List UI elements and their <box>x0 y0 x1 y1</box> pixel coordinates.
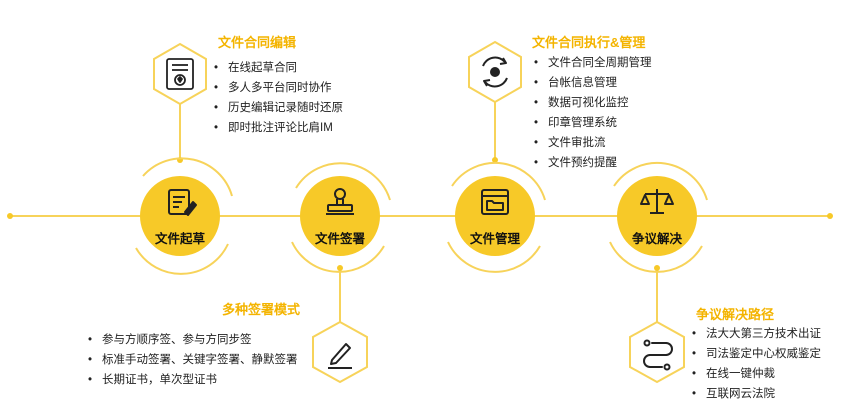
list-item: 法大大第三方技术出证 <box>692 324 821 344</box>
scales-icon <box>640 189 674 214</box>
node-sign-circle <box>300 176 380 256</box>
node-label-sign: 文件签署 <box>314 232 365 246</box>
path-route-icon <box>643 339 673 371</box>
node-dispute <box>609 161 708 273</box>
node-draft <box>135 157 233 275</box>
list-item: 标准手动签署、关键字签署、静默签署 <box>88 350 298 370</box>
panel-list-dispute: 法大大第三方技术出证 司法鉴定中心权威鉴定 在线一键仲裁 互联网云法院 <box>692 324 821 404</box>
node-manage <box>447 161 546 273</box>
node-dispute-arc <box>613 161 708 201</box>
hex-draft <box>153 42 207 106</box>
panel-list-sign: 参与方顺序签、参与方同步签 标准手动签署、关键字签署、静默签署 长期证书，单次型… <box>88 330 298 390</box>
list-item: 文件审批流 <box>534 133 652 153</box>
node-draft-arc <box>142 157 233 197</box>
panel-title-dispute: 争议解决路径 <box>696 307 775 322</box>
node-draft-arc-lower <box>135 243 229 275</box>
panel-title-edit: 文件合同编辑 <box>218 35 297 50</box>
stamp-icon <box>326 188 354 215</box>
node-manage-arc <box>451 161 546 201</box>
list-item: 参与方顺序签、参与方同步签 <box>88 330 298 350</box>
list-item: 在线一键仲裁 <box>692 364 821 384</box>
connector-sign-dot <box>337 265 343 271</box>
panel-title-sign: 多种签署模式 <box>222 302 301 317</box>
list-item: 文件预约提醒 <box>534 153 652 173</box>
node-sign-arc-lower <box>291 241 385 273</box>
list-item: 司法鉴定中心权威鉴定 <box>692 344 821 364</box>
panel-list-manage: 文件合同全周期管理 台帐信息管理 数据可视化监控 印章管理系统 文件审批流 文件… <box>534 53 652 173</box>
node-manage-circle <box>455 176 535 256</box>
node-sign-arc <box>295 162 391 201</box>
list-item: 印章管理系统 <box>534 113 652 133</box>
connector-manage-dot <box>492 157 498 163</box>
node-dispute-circle <box>617 176 697 256</box>
hex-sign <box>312 320 368 384</box>
panel-list-edit: 在线起草合同 多人多平台同时协作 历史编辑记录随时还原 即时批注评论比肩IM <box>214 58 343 138</box>
pen-sign-icon <box>328 343 352 369</box>
timeline-end-dot <box>827 213 833 219</box>
list-item: 互联网云法院 <box>692 384 821 404</box>
panel-title-manage: 文件合同执行&管理 <box>532 35 646 50</box>
node-sign <box>291 162 391 273</box>
list-item: 多人多平台同时协作 <box>214 78 343 98</box>
list-item: 数据可视化监控 <box>534 93 652 113</box>
list-item: 即时批注评论比肩IM <box>214 118 343 138</box>
document-edit-icon <box>168 189 197 216</box>
folder-icon <box>481 189 509 215</box>
list-item: 台帐信息管理 <box>534 73 652 93</box>
list-item: 文件合同全周期管理 <box>534 53 652 73</box>
hex-manage <box>468 40 522 104</box>
hex-dispute <box>629 320 685 384</box>
gear-cycle-icon <box>482 56 508 88</box>
node-draft-circle <box>140 176 220 256</box>
node-manage-arc-lower <box>447 241 541 273</box>
timeline-start-dot <box>7 213 13 219</box>
connector-dispute-dot <box>654 265 660 271</box>
node-label-draft: 文件起草 <box>154 232 205 246</box>
node-dispute-arc-lower <box>609 241 703 273</box>
list-item: 长期证书，单次型证书 <box>88 370 298 390</box>
list-item: 在线起草合同 <box>214 58 343 78</box>
certificate-icon <box>166 58 194 90</box>
node-label-dispute: 争议解决 <box>631 232 682 246</box>
list-item: 历史编辑记录随时还原 <box>214 98 343 118</box>
node-label-manage: 文件管理 <box>469 232 520 246</box>
